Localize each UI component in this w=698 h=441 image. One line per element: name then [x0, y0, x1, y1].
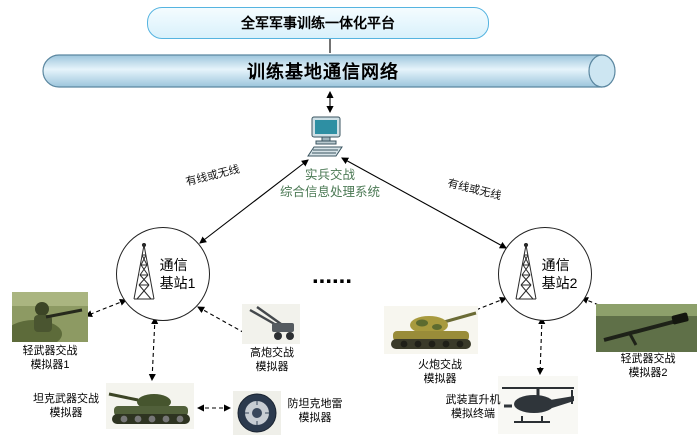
cylinder-shape-icon — [42, 54, 616, 88]
link-bs2-helicopter — [536, 316, 546, 376]
simulator-label: 武装直升机 模拟终端 — [445, 394, 501, 421]
base-station-1: 通信 基站1 — [116, 227, 210, 321]
link-bs1-lightweapon1 — [85, 298, 127, 318]
link-label-left: 有线或无线 — [184, 163, 241, 189]
antenna-tower-icon — [513, 242, 539, 306]
simulator-label: 火炮交战 模拟器 — [418, 359, 462, 386]
processing-system-label: 实兵交战 综合信息处理系统 — [279, 168, 380, 199]
network-cylinder: 训练基地通信网络 — [42, 54, 618, 88]
simulator-label: 防坦克地雷 模拟器 — [287, 398, 343, 425]
computer-icon — [302, 116, 348, 165]
base-station-2: 通信 基站2 — [498, 227, 592, 321]
aa-gun-photo — [242, 304, 300, 349]
antenna-tower-icon — [131, 242, 157, 306]
simulator-label: 轻武器交战 模拟器1 — [22, 345, 78, 372]
platform-box-label: 全军军事训练一体化平台 — [241, 15, 395, 31]
link-bs1-tank — [148, 316, 159, 382]
base-station-2-label: 通信 基站2 — [541, 256, 578, 291]
platform-box: 全军军事训练一体化平台 — [147, 7, 489, 39]
tank-photo — [106, 383, 194, 434]
helicopter-photo — [498, 376, 578, 439]
artillery-photo — [384, 306, 478, 359]
soldier-photo — [6, 292, 88, 348]
rifle-photo — [596, 304, 697, 357]
simulator-label: 坦克武器交战 模拟器 — [33, 393, 99, 420]
base-station-1-label: 通信 基站1 — [159, 256, 196, 291]
mine-photo — [233, 391, 281, 440]
simulator-label: 轻武器交战 模拟器2 — [620, 353, 676, 380]
simulator-label: 高炮交战 模拟器 — [250, 347, 294, 374]
ellipsis-dots: ...... — [312, 262, 353, 289]
network-cylinder-label: 训练基地通信网络 — [247, 62, 399, 82]
link-label-right: 有线或无线 — [446, 177, 503, 203]
